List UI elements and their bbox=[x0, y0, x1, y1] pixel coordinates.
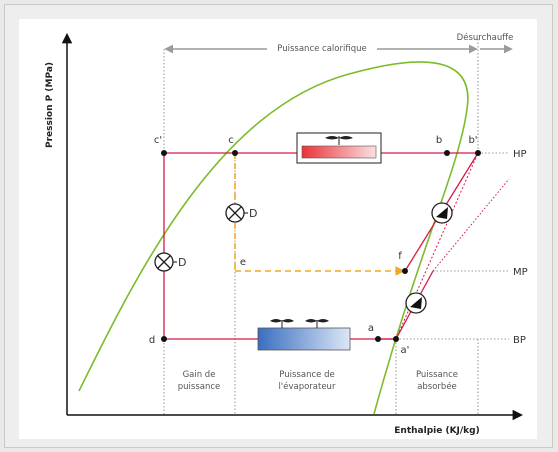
label-bp: BP bbox=[513, 335, 526, 346]
compressor-icon bbox=[405, 292, 427, 314]
compressor-icon bbox=[431, 202, 453, 224]
gain-label-line2: puissance bbox=[178, 382, 221, 392]
valve-symbol: D bbox=[249, 207, 257, 220]
label-mp: MP bbox=[513, 267, 528, 278]
condenser bbox=[296, 132, 382, 164]
gain-label-line1: Gain de bbox=[183, 370, 216, 380]
compression-extension bbox=[432, 178, 510, 272]
outer-frame: Puissance calorifique Désurchauffe bbox=[4, 4, 553, 448]
point-c bbox=[232, 150, 238, 156]
point-a-prime bbox=[393, 336, 399, 342]
label-f: f bbox=[398, 251, 402, 262]
diagram-panel: Puissance calorifique Désurchauffe bbox=[19, 19, 537, 439]
point-f bbox=[402, 268, 408, 274]
vertical-guides bbox=[163, 39, 479, 415]
pressure-guides bbox=[396, 152, 509, 340]
absorbed-label-line1: Puissance bbox=[416, 370, 458, 380]
point-b-prime bbox=[475, 150, 481, 156]
label-e: e bbox=[240, 257, 246, 268]
pressure-enthalpy-diagram: Puissance calorifique Désurchauffe bbox=[45, 32, 528, 436]
absorbed-label-line2: absorbée bbox=[417, 381, 457, 392]
superheat-label: Désurchauffe bbox=[457, 32, 514, 43]
point-d bbox=[161, 336, 167, 342]
evaporator-label-line2: l'évaporateur bbox=[279, 381, 336, 392]
cycle-points bbox=[161, 150, 481, 342]
label-b-prime: b' bbox=[468, 135, 477, 146]
fan-icon bbox=[305, 319, 329, 328]
point-b bbox=[444, 150, 450, 156]
label-a-prime: a' bbox=[401, 345, 410, 356]
label-a: a bbox=[368, 323, 374, 334]
label-b: b bbox=[436, 135, 442, 146]
evaporator bbox=[257, 319, 351, 351]
valve-symbol: D bbox=[178, 256, 186, 269]
fan-icon bbox=[270, 319, 294, 328]
label-hp: HP bbox=[513, 149, 527, 160]
single-stage-compression-line bbox=[395, 152, 479, 340]
expansion-valve-icon: D bbox=[225, 203, 257, 223]
refrigeration-cycle bbox=[163, 152, 479, 340]
y-axis-label: Pression P (MPa) bbox=[45, 62, 55, 148]
point-c-prime bbox=[161, 150, 167, 156]
point-a bbox=[375, 336, 381, 342]
evaporator-label-line1: Puissance de bbox=[279, 370, 334, 380]
label-d: d bbox=[149, 335, 155, 346]
saturation-curve bbox=[78, 61, 469, 415]
fan-icon bbox=[325, 136, 353, 145]
x-axis-label: Enthalpie (KJ/kg) bbox=[394, 426, 479, 436]
label-c: c bbox=[228, 135, 234, 146]
label-c-prime: c' bbox=[154, 135, 162, 146]
heating-power-label: Puissance calorifique bbox=[277, 44, 366, 54]
expansion-valve-icon: D bbox=[154, 252, 186, 272]
